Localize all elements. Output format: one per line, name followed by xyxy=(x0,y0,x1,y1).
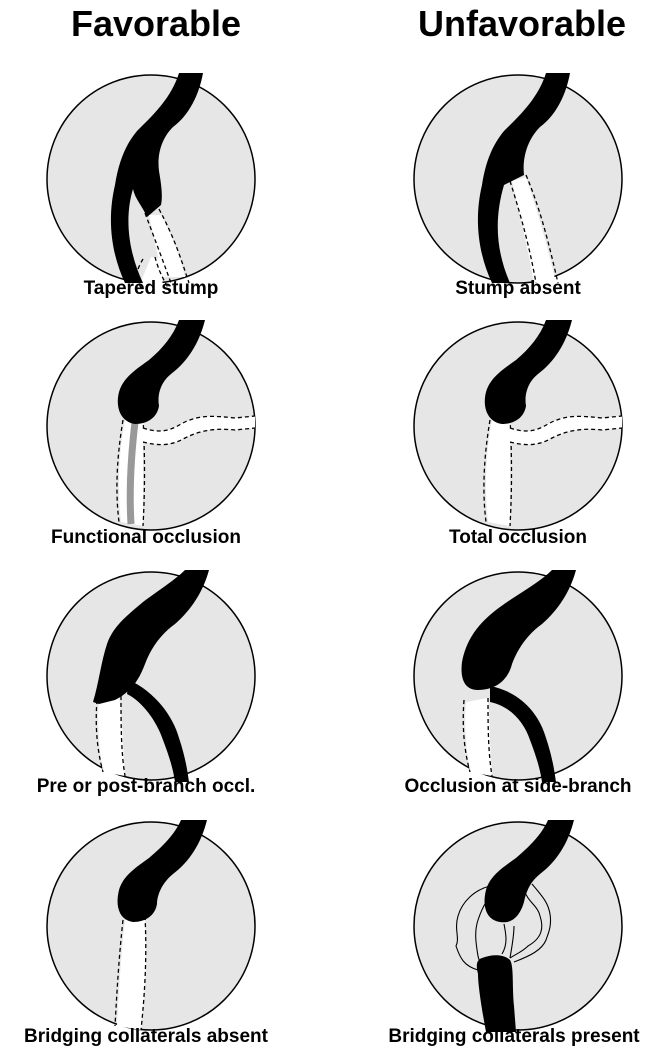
caption-pre-post-branch: Pre or post-branch occl. xyxy=(0,776,292,798)
occluded-segment xyxy=(486,418,510,526)
favorable-heading: Favorable xyxy=(6,2,306,46)
unfavorable-heading: Unfavorable xyxy=(372,2,656,46)
bridging-absent-diagram xyxy=(45,820,257,1032)
caption-tapered-stump: Tapered stump xyxy=(45,278,257,300)
stump-absent-diagram xyxy=(412,73,624,285)
caption-total-occlusion: Total occlusion xyxy=(380,527,656,549)
pre-post-branch-diagram xyxy=(45,570,257,782)
caption-stump-absent: Stump absent xyxy=(380,278,656,300)
total-occlusion-diagram xyxy=(412,320,624,532)
functional-occlusion-diagram xyxy=(45,320,257,532)
occlusion-side-branch-diagram xyxy=(412,570,624,782)
caption-functional-occlusion: Functional occlusion xyxy=(0,527,292,549)
caption-bridging-absent: Bridging collaterals absent xyxy=(0,1026,292,1048)
bridging-present-diagram xyxy=(412,820,624,1032)
caption-occlusion-side-branch: Occlusion at side-branch xyxy=(380,776,656,798)
tapered-stump-diagram xyxy=(45,73,257,285)
caption-bridging-present: Bridging collaterals present xyxy=(372,1026,656,1048)
